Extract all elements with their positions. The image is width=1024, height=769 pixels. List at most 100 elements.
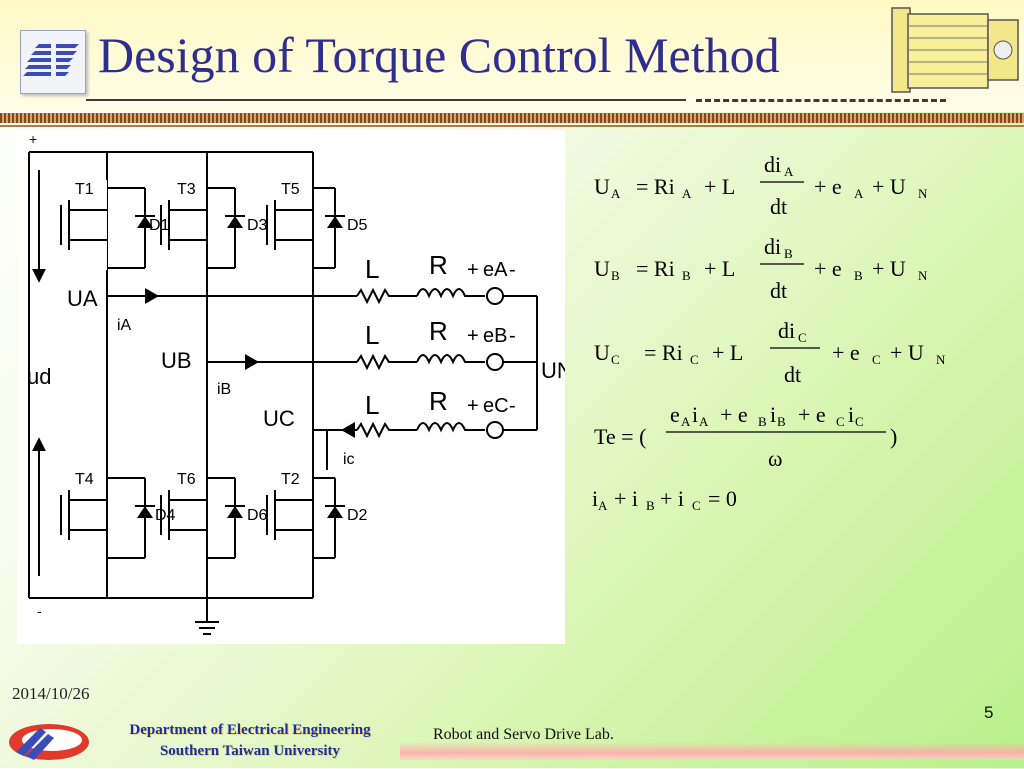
diode-label-D4: D4 — [155, 507, 176, 524]
svg-text:B: B — [758, 414, 767, 429]
svg-text:dt: dt — [770, 278, 787, 303]
emf-label-c: eC — [483, 395, 509, 417]
footer-stripe — [400, 742, 1024, 760]
svg-text:N: N — [936, 352, 946, 367]
slide-title: Design of Torque Control Method — [98, 27, 780, 83]
svg-text:+ U: + U — [872, 174, 906, 199]
svg-text:A: A — [854, 186, 864, 201]
svg-text:dt: dt — [784, 362, 801, 387]
svg-text:C: C — [872, 352, 881, 367]
page-number: 5 — [984, 703, 994, 722]
footer-logo-icon — [6, 716, 92, 764]
svg-text:B: B — [777, 414, 786, 429]
phase-voltage-UC: UC — [263, 406, 295, 431]
emf-label-a: eA — [483, 259, 508, 281]
svg-text:C: C — [611, 352, 620, 367]
svg-text:A: A — [598, 498, 608, 513]
switch-label-T5: T5 — [281, 181, 300, 198]
svg-text:Te = (: Te = ( — [594, 424, 646, 449]
svg-text:i: i — [692, 402, 698, 427]
lab-name: Robot and Servo Drive Lab. — [433, 726, 614, 743]
svg-text:B: B — [682, 268, 691, 283]
university-logo-icon — [20, 30, 86, 94]
svg-text:+ i: + i — [614, 486, 638, 511]
svg-text:A: A — [784, 164, 794, 179]
svg-text:B: B — [784, 246, 793, 261]
svg-text:C: C — [836, 414, 845, 429]
diode-label-D2: D2 — [347, 507, 368, 524]
inverter-circuit-diagram: + - ud — [17, 130, 565, 644]
svg-text:i: i — [592, 486, 598, 511]
svg-text:i: i — [848, 402, 854, 427]
neutral-UN: UN — [541, 358, 565, 383]
slide-date: 2014/10/26 — [12, 684, 90, 703]
svg-text:i: i — [770, 402, 776, 427]
svg-text:C: C — [855, 414, 864, 429]
switch-label-T1: T1 — [75, 181, 94, 198]
department-name: Department of Electrical Engineering Sou… — [100, 720, 400, 762]
switch-label-T3: T3 — [177, 181, 196, 198]
svg-text:B: B — [854, 268, 863, 283]
emf-plus-c: + — [467, 395, 479, 417]
inductor-label-c: L — [365, 390, 379, 420]
diode-label-D1: D1 — [149, 217, 170, 234]
svg-text:+ L: + L — [704, 174, 735, 199]
svg-text:+ e: + e — [814, 174, 842, 199]
svg-text:C: C — [692, 498, 701, 513]
svg-text:): ) — [890, 424, 897, 449]
title-underline — [86, 99, 686, 101]
slide-header — [0, 0, 1024, 112]
svg-text:= Ri: = Ri — [636, 174, 675, 199]
svg-text:+ U: + U — [890, 340, 924, 365]
resistor-label-c: R — [429, 386, 448, 416]
svg-text:di: di — [764, 234, 781, 259]
title-dash-line — [696, 99, 946, 102]
svg-text:dt: dt — [770, 194, 787, 219]
department-line-2: Southern Taiwan University — [159, 743, 341, 759]
svg-text:= Ri: = Ri — [636, 256, 675, 281]
load-branches — [356, 287, 538, 439]
svg-text:U: U — [594, 256, 610, 281]
svg-text:= Ri: = Ri — [644, 340, 683, 365]
switch-T4 — [60, 477, 155, 559]
current-label-ic: ic — [343, 451, 355, 468]
current-label-iA: iA — [117, 317, 132, 334]
svg-text:+ e: + e — [798, 402, 826, 427]
switch-label-T4: T4 — [75, 471, 94, 488]
emf-label-b: eB — [483, 325, 507, 347]
switch-T5 — [266, 187, 345, 269]
header-rule — [0, 113, 1024, 123]
svg-text:+ L: + L — [712, 340, 743, 365]
svg-text:+ e: + e — [832, 340, 860, 365]
phase-voltage-UA: UA — [67, 286, 98, 311]
emf-plus-a: + — [467, 259, 479, 281]
diode-label-D6: D6 — [247, 507, 268, 524]
department-line-1: Department of Electrical Engineering — [129, 722, 371, 738]
motor-icon — [888, 2, 1024, 98]
switch-label-T2: T2 — [281, 471, 300, 488]
svg-text:N: N — [918, 268, 928, 283]
plus-terminal-label: + — [29, 131, 37, 147]
svg-text:+ e: + e — [720, 402, 748, 427]
header-rule-thin — [0, 125, 1024, 127]
switch-T1 — [60, 180, 155, 270]
diode-label-D5: D5 — [347, 217, 368, 234]
svg-text:C: C — [798, 330, 807, 345]
svg-text:= 0: = 0 — [708, 486, 737, 511]
svg-text:A: A — [699, 414, 709, 429]
svg-text:B: B — [646, 498, 655, 513]
current-label-iB: iB — [217, 381, 231, 398]
phase-voltage-UB: UB — [161, 348, 192, 373]
svg-text:A: A — [611, 186, 621, 201]
svg-text:+ i: + i — [660, 486, 684, 511]
svg-text:C: C — [690, 352, 699, 367]
svg-text:U: U — [594, 340, 610, 365]
diode-label-D3: D3 — [247, 217, 268, 234]
svg-text:e: e — [670, 402, 680, 427]
svg-text:U: U — [594, 174, 610, 199]
